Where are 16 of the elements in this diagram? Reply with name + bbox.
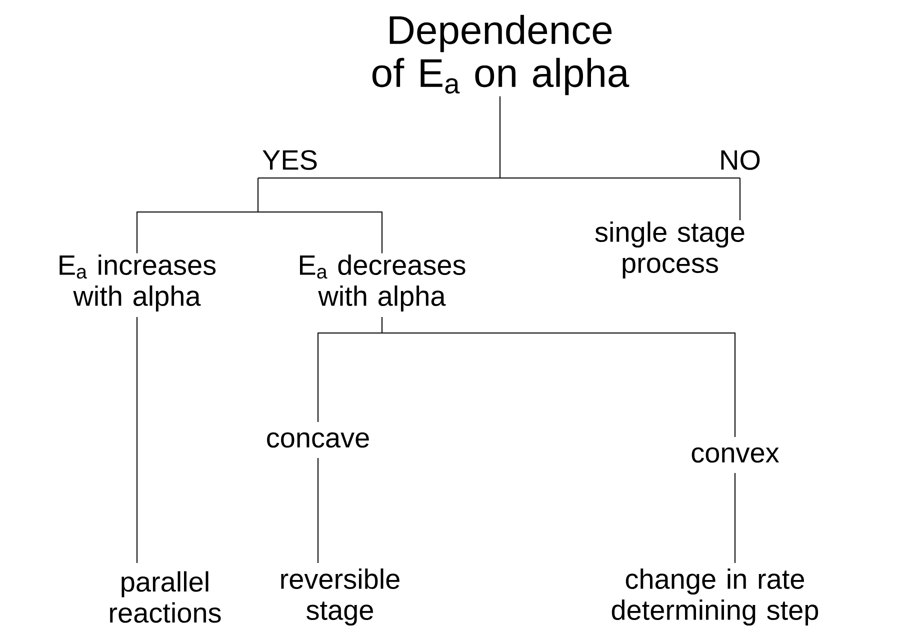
- outcome-text: change in rate determining step: [612, 568, 818, 626]
- outcome-text: E$_{a}$ decreases with alpha: [300, 254, 466, 312]
- outcome-text: single stage process: [595, 221, 744, 279]
- tree-connector: [500, 96, 740, 178]
- tree-connector: [258, 178, 382, 254]
- branch-label: NO: [721, 150, 760, 170]
- outcome-text: concave: [267, 432, 369, 448]
- tree-connector: [382, 316, 736, 438]
- outcome-text: convex: [692, 447, 780, 463]
- root-text: Dependence of E$_{a}$ on alpha: [372, 14, 630, 96]
- outcome-text: E$_{a}$ increases with alpha: [60, 254, 216, 312]
- outcome-text: parallel reactions: [110, 571, 221, 623]
- outcome-text: reversible stage: [281, 568, 400, 626]
- tree-connector: [734, 472, 736, 564]
- tree-connector: [136, 316, 138, 564]
- branch-label: YES: [262, 150, 317, 170]
